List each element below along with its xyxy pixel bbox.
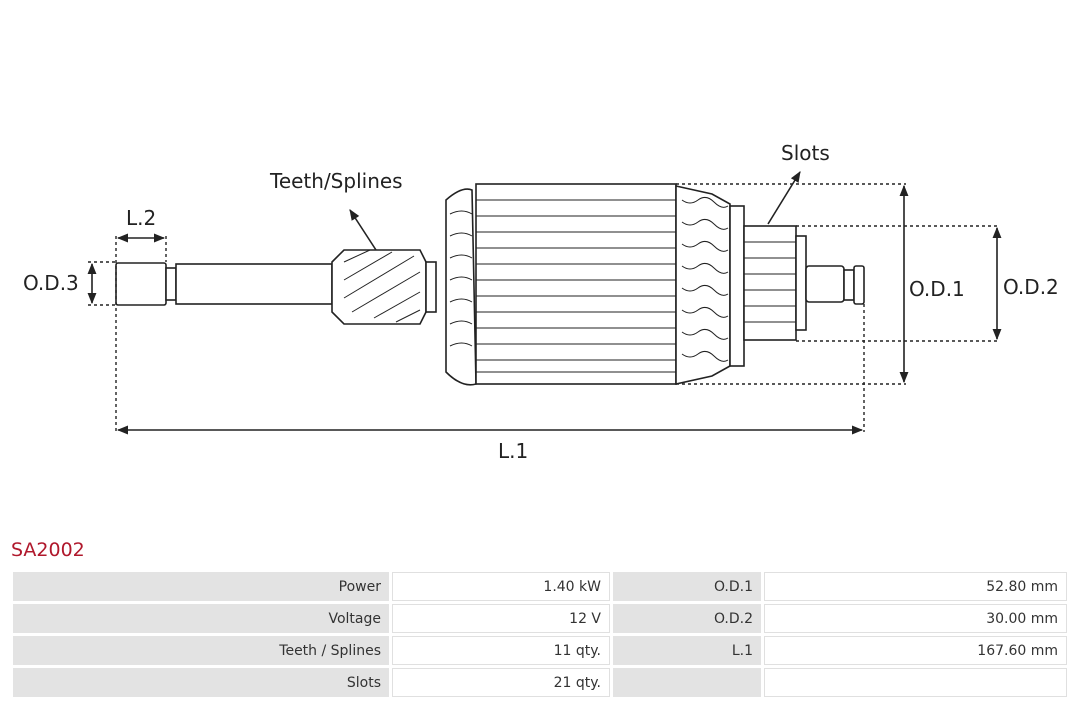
spec-label: Teeth / Splines bbox=[13, 636, 389, 665]
rear-shaft bbox=[805, 265, 845, 303]
spec-table: Power 1.40 kW O.D.1 52.80 mm Voltage 12 … bbox=[10, 569, 1070, 700]
shaft-end bbox=[115, 262, 167, 306]
armature-technical-drawing: Teeth/Splines Slots L.2 O.D.3 O.D.1 O.D.… bbox=[23, 141, 1059, 463]
label-od1: O.D.1 bbox=[909, 277, 965, 301]
spec-value: 12 V bbox=[392, 604, 610, 633]
spec-value: 167.60 mm bbox=[764, 636, 1067, 665]
label-slots: Slots bbox=[781, 141, 830, 165]
spec-value bbox=[764, 668, 1067, 697]
spec-value: 30.00 mm bbox=[764, 604, 1067, 633]
spec-label: O.D.2 bbox=[613, 604, 761, 633]
spec-value: 1.40 kW bbox=[392, 572, 610, 601]
spec-label: Power bbox=[13, 572, 389, 601]
label-od2: O.D.2 bbox=[1003, 275, 1059, 299]
spec-label: L.1 bbox=[613, 636, 761, 665]
label-l1: L.1 bbox=[498, 439, 528, 463]
table-row: Power 1.40 kW O.D.1 52.80 mm bbox=[13, 572, 1067, 601]
spec-value: 11 qty. bbox=[392, 636, 610, 665]
spec-label: Voltage bbox=[13, 604, 389, 633]
spec-label: Slots bbox=[13, 668, 389, 697]
spec-label: O.D.1 bbox=[613, 572, 761, 601]
winding-slots bbox=[675, 185, 731, 385]
callout-arrow-teeth bbox=[349, 209, 377, 251]
shaft bbox=[175, 263, 333, 305]
spec-value: 21 qty. bbox=[392, 668, 610, 697]
table-row: Teeth / Splines 11 qty. L.1 167.60 mm bbox=[13, 636, 1067, 665]
armature-front-end bbox=[445, 188, 477, 386]
callout-arrow-slots bbox=[767, 171, 801, 225]
commutator bbox=[743, 225, 797, 341]
armature-core bbox=[475, 183, 677, 385]
label-teeth-splines: Teeth/Splines bbox=[269, 169, 403, 193]
label-od3: O.D.3 bbox=[23, 271, 79, 295]
table-row: Slots 21 qty. bbox=[13, 668, 1067, 697]
spec-label bbox=[613, 668, 761, 697]
label-l2: L.2 bbox=[126, 206, 156, 230]
table-row: Voltage 12 V O.D.2 30.00 mm bbox=[13, 604, 1067, 633]
spec-value: 52.80 mm bbox=[764, 572, 1067, 601]
part-code: SA2002 bbox=[11, 539, 85, 561]
